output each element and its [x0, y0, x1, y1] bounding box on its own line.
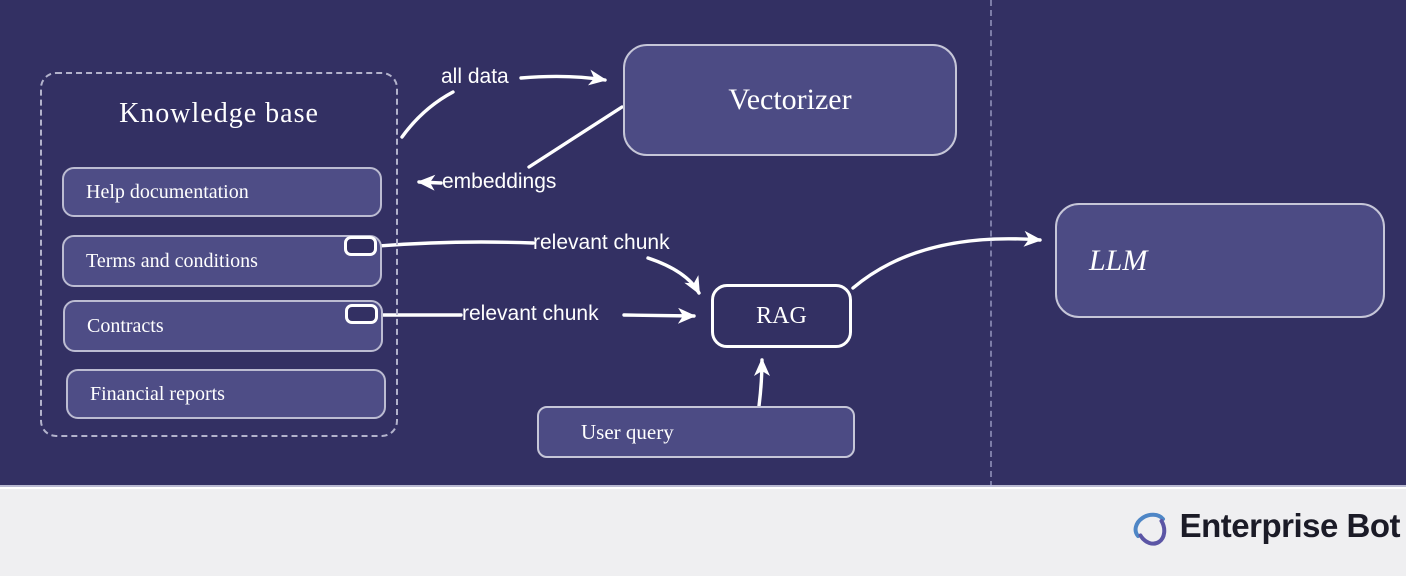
edge-vectorizer-to-embeddings	[527, 105, 624, 169]
footer: Enterprise Bot	[0, 489, 1406, 576]
edge-label-all-data: all data	[441, 65, 509, 88]
enterprise-bot-logo-icon	[1133, 512, 1166, 546]
edge-rag-to-llm	[851, 230, 1042, 290]
kb-item-terms-and-conditions: Terms and conditions	[62, 235, 382, 287]
connector-handle-contracts	[345, 304, 378, 324]
edge-label-embeddings: embeddings	[442, 170, 557, 193]
section-separator-dashed-line	[990, 0, 992, 487]
edge-kb-to-all-data	[400, 90, 455, 139]
edge-label-relevant-chunk-top: relevant chunk	[533, 231, 670, 254]
node-user-query: User query	[537, 406, 855, 458]
kb-item-contracts: Contracts	[63, 300, 383, 352]
kb-item-financial-reports: Financial reports	[66, 369, 386, 419]
edge-chunk-top-to-rag	[646, 256, 701, 295]
edge-user-query-to-rag	[753, 358, 770, 408]
edge-embeddings-to-kb	[417, 174, 443, 191]
kb-item-help-documentation: Help documentation	[62, 167, 382, 217]
edge-all-data-to-vectorizer	[519, 69, 607, 86]
node-vectorizer: Vectorizer	[623, 44, 957, 156]
enterprise-bot-logo: Enterprise Bot	[1130, 506, 1401, 546]
edge-terms-to-label	[377, 240, 535, 248]
diagram-canvas: Knowledge base Help documentation Terms …	[0, 0, 1406, 487]
knowledge-base-title: Knowledge base	[119, 98, 319, 129]
node-rag: RAG	[711, 284, 852, 348]
connector-handle-terms	[344, 236, 377, 256]
knowledge-base-group	[40, 72, 398, 437]
edge-label-relevant-chunk-bottom: relevant chunk	[462, 302, 599, 325]
edge-chunk-bottom-to-rag	[622, 307, 696, 324]
node-llm: LLM	[1055, 203, 1385, 318]
brand-name: Enterprise Bot	[1179, 507, 1401, 544]
